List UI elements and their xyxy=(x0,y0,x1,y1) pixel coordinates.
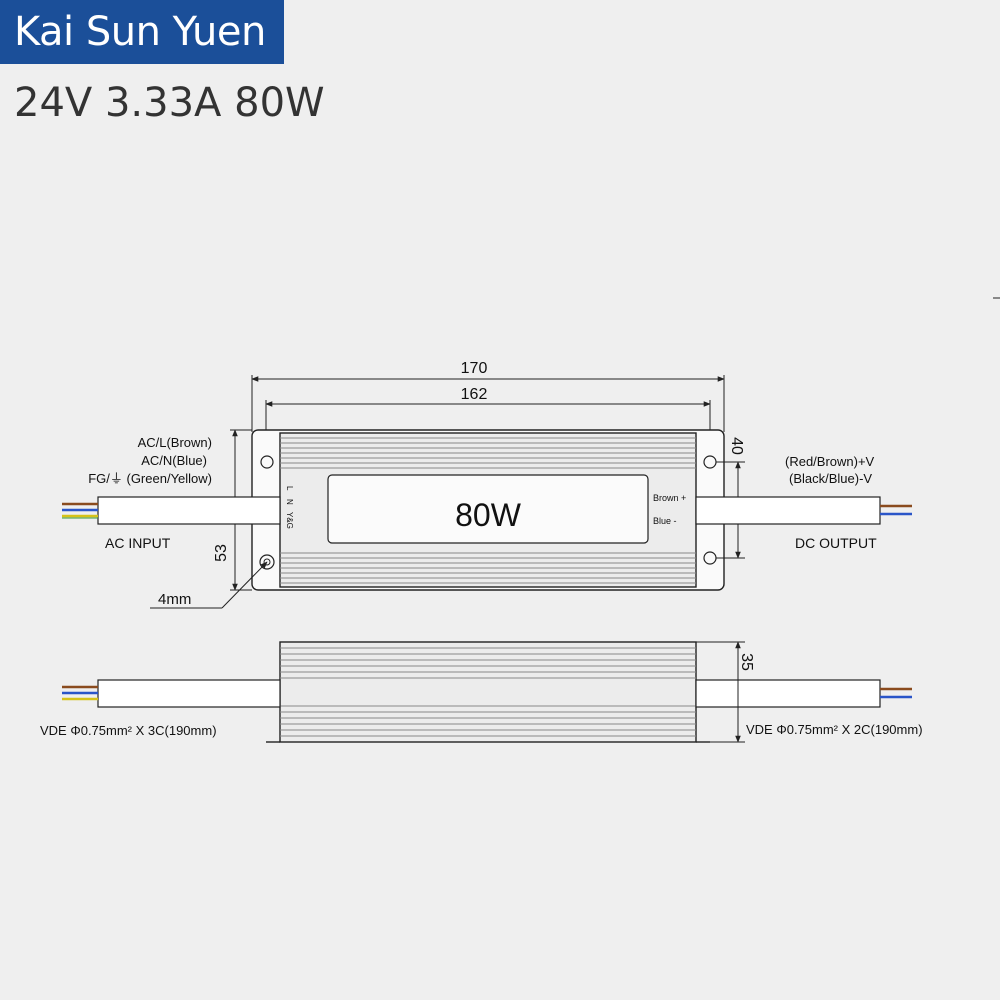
side-dc-cable xyxy=(695,679,881,708)
ac-wire-ground: FG/⏚ (Green/Yellow) xyxy=(88,471,212,486)
ac-wire-neutral: AC/N(Blue) xyxy=(141,453,207,468)
dim-hole-spacing: 162 xyxy=(461,386,488,403)
cable-spec-input: VDE Φ0.75mm² X 3C(190mm) xyxy=(40,723,217,738)
dc-terminal-negative: Blue - xyxy=(653,516,677,526)
dc-output-cable xyxy=(695,496,881,525)
dc-terminal-positive: Brown + xyxy=(653,493,686,503)
terminal-mark-yg: Y&G xyxy=(285,512,294,529)
dim-hole-diameter: 4mm xyxy=(158,591,191,608)
dim-overall-length: 170 xyxy=(461,360,488,377)
ac-input-cable xyxy=(97,496,281,525)
dc-wire-positive: (Red/Brown)+V xyxy=(785,454,875,469)
terminal-mark-l: L xyxy=(285,486,294,491)
dim-thickness: 35 xyxy=(738,653,755,671)
spec-title: 24V 3.33A 80W xyxy=(14,80,325,126)
heatsink-fins-side xyxy=(280,647,696,737)
label-panel xyxy=(327,474,649,544)
side-view-body xyxy=(279,641,697,743)
terminal-mark-n: N xyxy=(285,499,294,505)
side-ac-cable xyxy=(97,679,281,708)
ac-wire-live: AC/L(Brown) xyxy=(138,435,212,450)
mounting-hole-bottom-left xyxy=(259,554,275,570)
heatsink-fins-top xyxy=(280,437,696,584)
power-label: 80W xyxy=(455,497,522,533)
hole-leader-line xyxy=(221,561,268,609)
dim-height: 53 xyxy=(213,544,230,562)
cable-spec-output: VDE Φ0.75mm² X 2C(190mm) xyxy=(746,722,923,737)
brand-logo: Kai Sun Yuen xyxy=(0,0,284,64)
dc-wire-negative: (Black/Blue)-V xyxy=(789,471,872,486)
dc-output-caption: DC OUTPUT xyxy=(795,535,877,551)
mounting-hole-top-left xyxy=(260,455,274,469)
ac-input-caption: AC INPUT xyxy=(105,535,171,551)
dim-hole-height: 40 xyxy=(728,437,745,455)
